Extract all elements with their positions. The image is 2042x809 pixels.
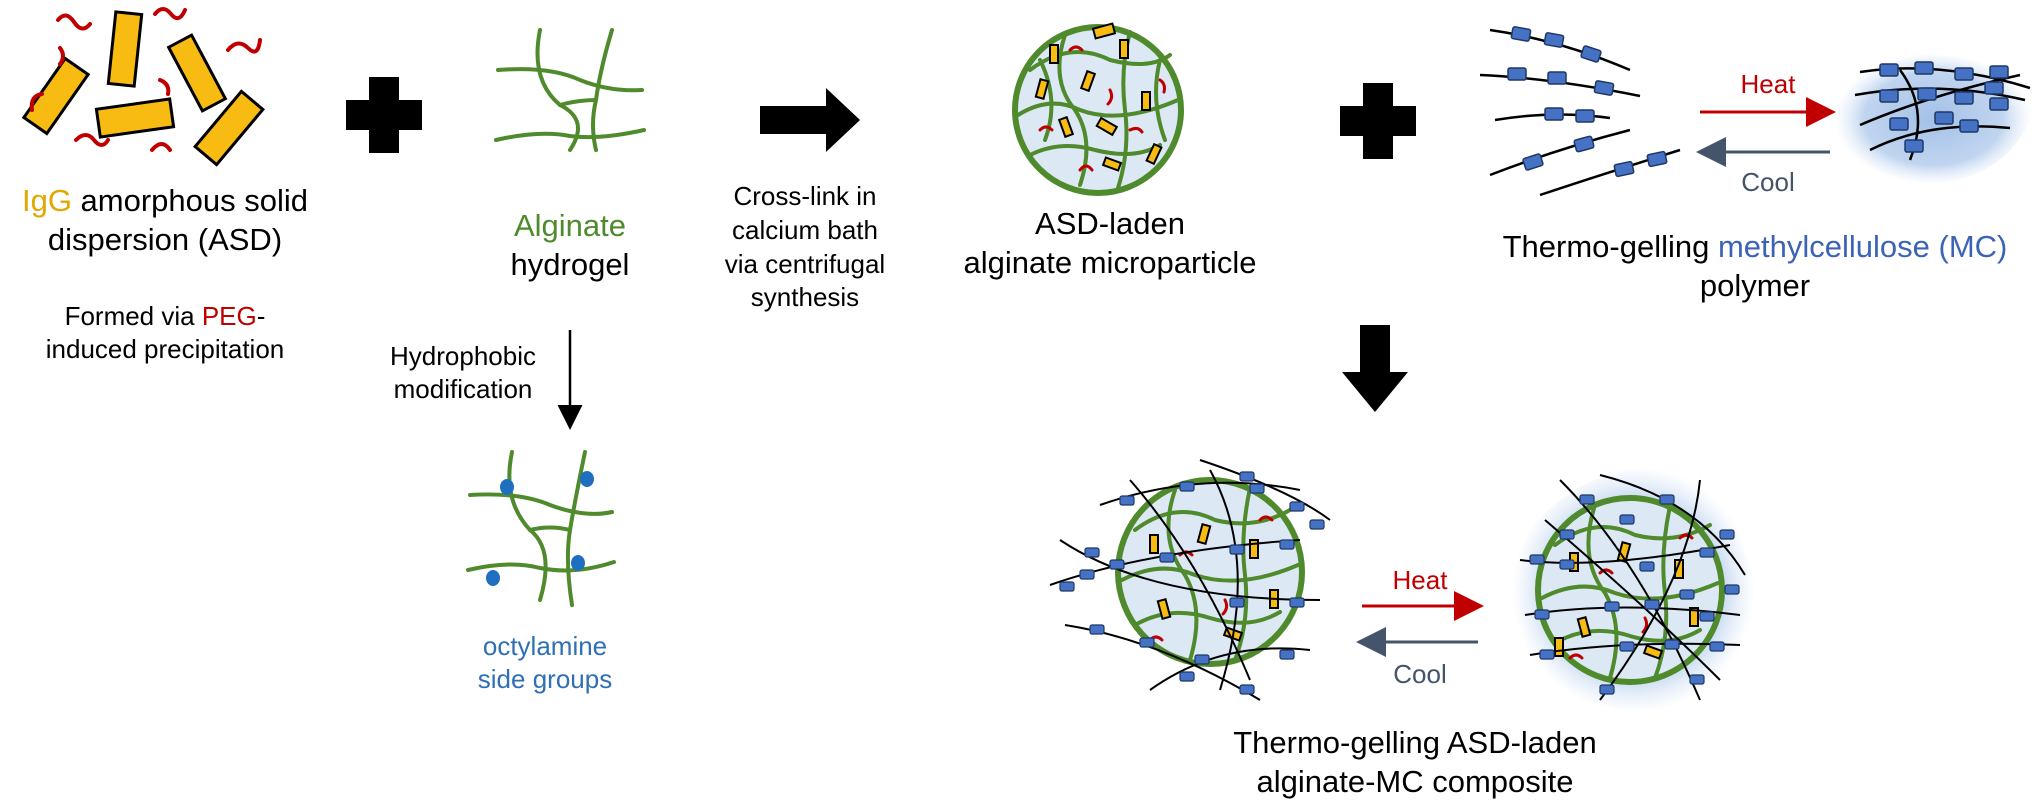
mc-gel xyxy=(1835,52,2032,185)
composite-line1: Thermo-gelling ASD-laden xyxy=(1233,725,1597,760)
plus-icon-1 xyxy=(346,77,422,153)
composite-heat-label: Heat xyxy=(1392,565,1448,595)
mc-label-highlight: methylcellulose (MC) xyxy=(1717,229,2008,264)
crosslink-line1: Cross-link in xyxy=(733,181,877,211)
mc-heat-label: Heat xyxy=(1740,69,1796,99)
alginate-label-line1: Alginate xyxy=(513,208,627,243)
crosslink-label: Cross-link in calcium bath via centrifug… xyxy=(700,180,910,315)
crosslink-line2: calcium bath xyxy=(732,214,878,245)
mc-label: Thermo-gelling methylcellulose (MC) poly… xyxy=(1470,228,2040,306)
mc-chains xyxy=(1479,26,1681,197)
asd-illustration xyxy=(21,7,265,167)
mc-label-prefix: Thermo-gelling xyxy=(1502,229,1718,264)
modification-label: Hydrophobic modification xyxy=(368,340,558,405)
modification-line1: Hydrophobic xyxy=(390,341,536,371)
composite-gel xyxy=(1512,466,1755,713)
down-arrow-icon xyxy=(1342,325,1408,412)
composite-line2: alginate-MC composite xyxy=(1256,763,1574,799)
plus-icon-2 xyxy=(1340,83,1416,159)
crosslink-line3: via centrifugal xyxy=(724,248,886,279)
asd-title-line2: dispersion (ASD) xyxy=(47,221,283,257)
alginate-label-line2: hydrogel xyxy=(510,246,630,282)
asd-subtitle: Formed via PEG- induced precipitation xyxy=(10,300,320,365)
alginate-label: Alginate hydrogel xyxy=(470,207,670,285)
octylamine-line2: side groups xyxy=(477,663,613,694)
asd-title-rest: amorphous solid xyxy=(71,183,309,218)
microparticle-line1: ASD-laden xyxy=(1035,206,1185,241)
octylamine-line1: octylamine xyxy=(482,631,608,661)
composite-sol xyxy=(1049,459,1331,701)
asd-title-igg: IgG xyxy=(21,183,72,218)
asd-sub-line2: induced precipitation xyxy=(45,333,285,364)
crosslink-line4: synthesis xyxy=(750,282,860,313)
asd-sub-peg: PEG xyxy=(201,301,257,331)
right-arrow-icon xyxy=(760,88,860,152)
microparticle-line2: alginate microparticle xyxy=(963,244,1257,280)
microparticle xyxy=(1012,22,1184,196)
asd-sub-prefix: Formed via xyxy=(64,301,202,331)
asd-title: IgG amorphous solid dispersion (ASD) xyxy=(0,182,330,260)
microparticle-label: ASD-laden alginate microparticle xyxy=(960,205,1260,283)
alginate-network xyxy=(494,28,646,152)
octylamine-network xyxy=(466,450,616,607)
mc-label-line2: polymer xyxy=(1699,267,1811,303)
octylamine-label: octylamine side groups xyxy=(450,630,640,695)
composite-label: Thermo-gelling ASD-laden alginate-MC com… xyxy=(1195,724,1635,802)
asd-sub-suffix: - xyxy=(256,301,266,331)
composite-cool-label: Cool xyxy=(1393,659,1447,689)
mc-cool-label: Cool xyxy=(1741,167,1795,197)
modification-line2: modification xyxy=(393,373,533,404)
